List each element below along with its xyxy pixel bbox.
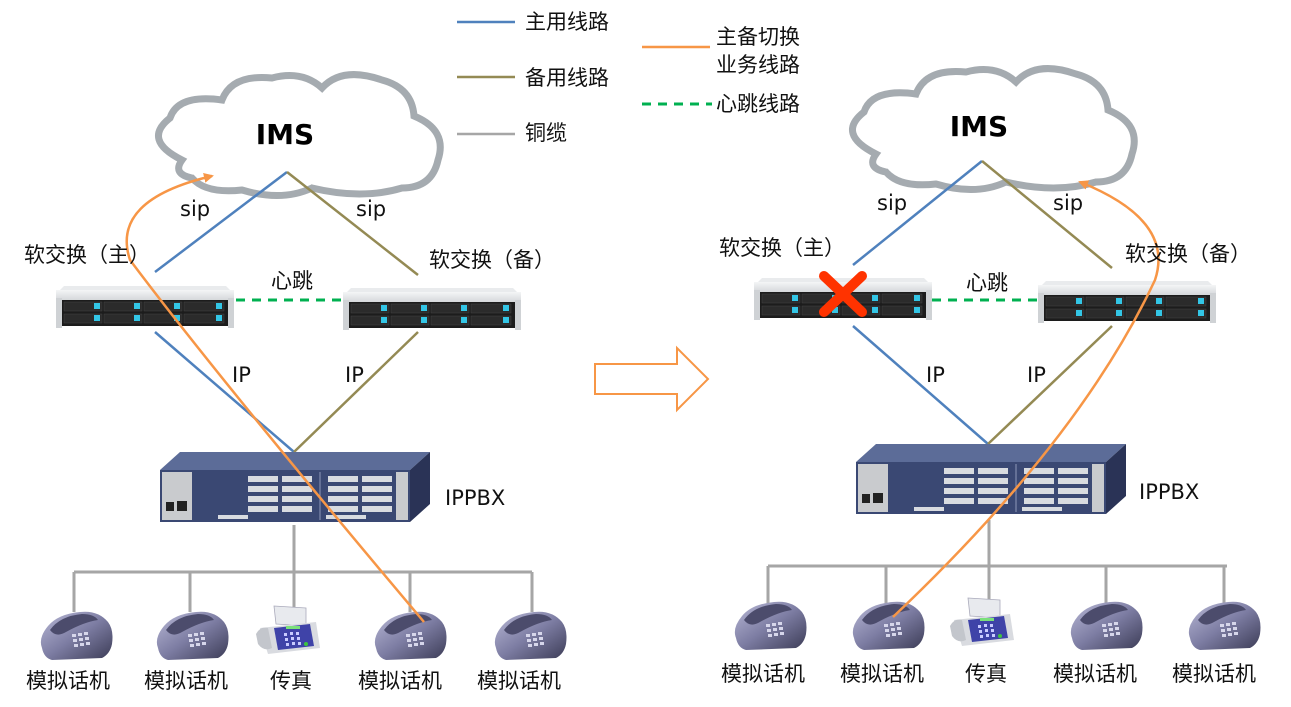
heartbeat-label: 心跳 [271,269,313,293]
sip-backup-label: sip [356,197,386,221]
copper-cable-lines [766,520,1227,604]
softswitch-backup-label: 软交换（备） [1125,242,1251,266]
endpoint-label-4: 模拟话机 [1053,662,1137,686]
ip-backup-label: IP [1027,363,1046,387]
analog-phone-4 [494,611,567,660]
endpoint-label-1: 模拟话机 [26,669,110,693]
ims-cloud: IMS [852,69,1134,190]
ip-primary-label: IP [232,363,251,387]
ims-label: IMS [950,110,1008,143]
ip-primary-label: IP [926,363,945,387]
legend-item-primary-line: 主用线路 [457,10,609,34]
sip-backup-label: sip [1053,191,1083,215]
legend-label-copper: 铜缆 [525,121,567,145]
softswitch-primary-label: 软交换（主） [719,236,845,260]
endpoint-label-3: 传真 [965,662,1007,686]
legend-item-switchover-line: 主备切换 业务线路 [642,25,800,77]
softswitch-backup-server [1037,280,1217,324]
legend-item-heartbeat-line: 心跳线路 [642,92,800,116]
endpoint-label-5: 模拟话机 [477,669,561,693]
ip-backup-label: IP [345,363,364,387]
endpoint-label-2: 模拟话机 [840,662,924,686]
sip-backup-line [286,171,419,276]
ip-primary-line [154,331,295,453]
legend: 主用线路 备用线路 铜缆 主备切换 业务线路 心跳线路 [457,10,800,145]
sip-primary-label: sip [180,197,210,221]
softswitch-backup-server [342,287,522,331]
legend-label-backup: 备用线路 [525,66,609,90]
transition-arrow-icon [594,345,710,413]
sip-primary-line [852,160,983,266]
endpoint-label-4: 模拟话机 [358,669,442,693]
sip-backup-line [981,160,1113,269]
sip-primary-line [154,171,288,273]
ippbx-label: IPPBX [1139,480,1199,504]
ims-cloud: IMS [158,75,440,196]
legend-item-backup-line: 备用线路 [457,66,609,90]
analog-phone-1 [734,601,807,650]
legend-label-primary: 主用线路 [525,10,609,34]
analog-phone-2 [852,601,925,650]
legend-label-switchover-1: 主备切换 [716,25,800,49]
endpoint-label-3: 传真 [270,669,312,693]
switchover-path [892,180,1160,618]
legend-label-heartbeat: 心跳线路 [716,92,800,116]
analog-phone-3 [1070,601,1143,650]
softswitch-primary-server [55,285,235,329]
analog-phone-2 [156,611,229,660]
legend-item-copper-cable: 铜缆 [457,121,567,145]
endpoint-label-2: 模拟话机 [144,669,228,693]
copper-cable-lines [72,525,534,612]
heartbeat-label: 心跳 [966,271,1008,295]
endpoint-label-1: 模拟话机 [721,662,805,686]
ip-backup-line [987,325,1113,445]
fax-machine [949,597,1015,647]
endpoint-label-5: 模拟话机 [1172,662,1256,686]
left-panel-normal: IMS sip [24,75,567,693]
softswitch-primary-label: 软交换（主） [24,243,150,267]
softswitch-backup-label: 软交换（备） [429,248,555,272]
right-panel-failover: IMS sip sip 软交换（ [719,69,1261,686]
fault-cross-icon [819,271,867,317]
analog-phone-3 [374,611,447,660]
legend-label-switchover-2: 业务线路 [716,53,800,77]
ippbx-label: IPPBX [445,486,505,510]
ippbx-device [855,443,1127,515]
analog-phone-4 [1188,601,1261,650]
analog-phone-1 [40,611,113,660]
ippbx-device [159,451,431,523]
switchover-path [125,172,425,623]
ip-primary-line [852,325,989,445]
ims-label: IMS [256,118,314,151]
sip-primary-label: sip [877,191,907,215]
fax-machine [255,605,321,655]
ip-backup-line [293,331,419,453]
